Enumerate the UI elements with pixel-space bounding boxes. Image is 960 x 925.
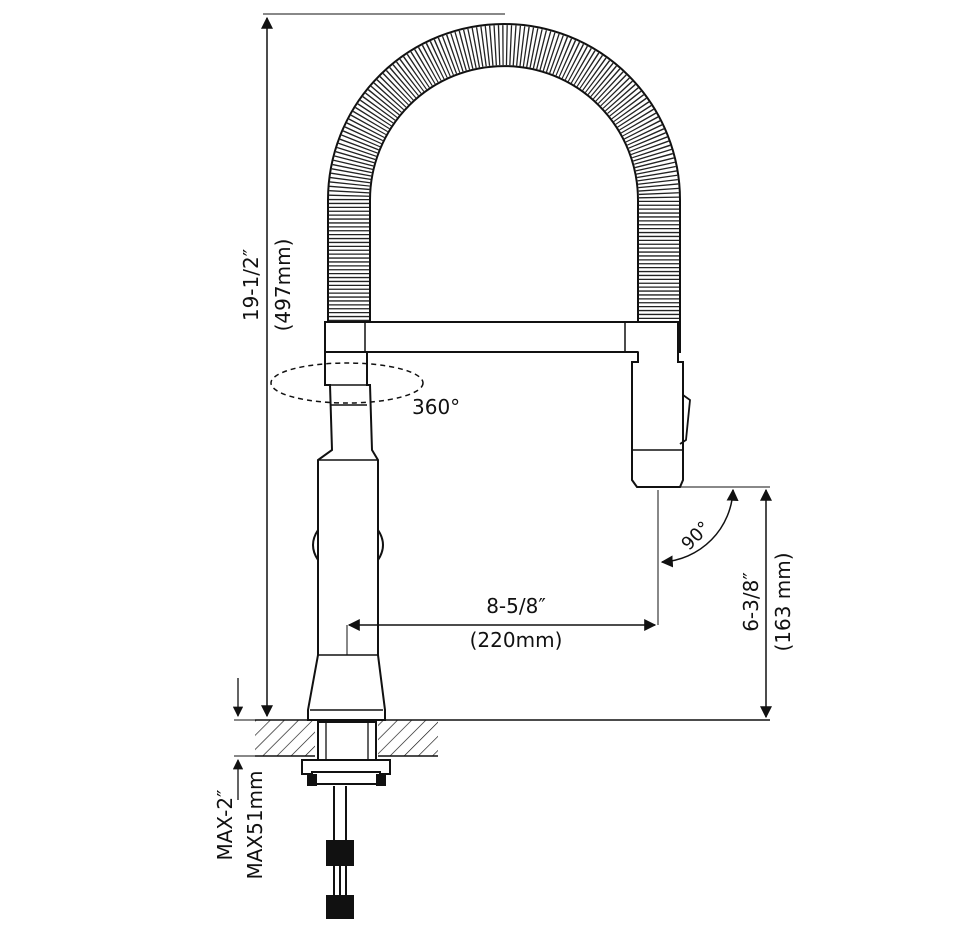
deck-thickness-dimension: MAX-2″ MAX51mm — [213, 678, 267, 880]
faucet-body — [307, 351, 386, 721]
height-inch-label: 19-1/2″ — [239, 249, 263, 321]
spout-height-inch-label: 6-3/8″ — [739, 572, 763, 632]
spray-angle-label: 90° — [677, 517, 714, 554]
reach-inch-label: 8-5/8″ — [486, 594, 546, 618]
flexible-hose — [327, 23, 681, 325]
reach-dimension: 8-5/8″ (220mm) — [346, 490, 659, 655]
deck-mm-label: MAX51mm — [243, 770, 267, 879]
height-dimension: 19-1/2″ (497mm) — [239, 13, 505, 718]
reach-mm-label: (220mm) — [470, 628, 563, 652]
spout-arm — [324, 321, 681, 360]
spout-height-dimension: 6-3/8″ (163 mm) — [660, 486, 795, 719]
spray-head — [631, 322, 691, 488]
height-mm-label: (497mm) — [271, 239, 295, 332]
spray-angle-indicator: 90° — [660, 488, 739, 568]
spout-height-mm-label: (163 mm) — [771, 552, 795, 651]
mounting-hardware — [301, 721, 391, 919]
deck-inch-label: MAX-2″ — [213, 789, 237, 860]
swivel-angle-label: 360° — [412, 395, 460, 419]
swivel-indicator: 360° — [270, 362, 460, 419]
